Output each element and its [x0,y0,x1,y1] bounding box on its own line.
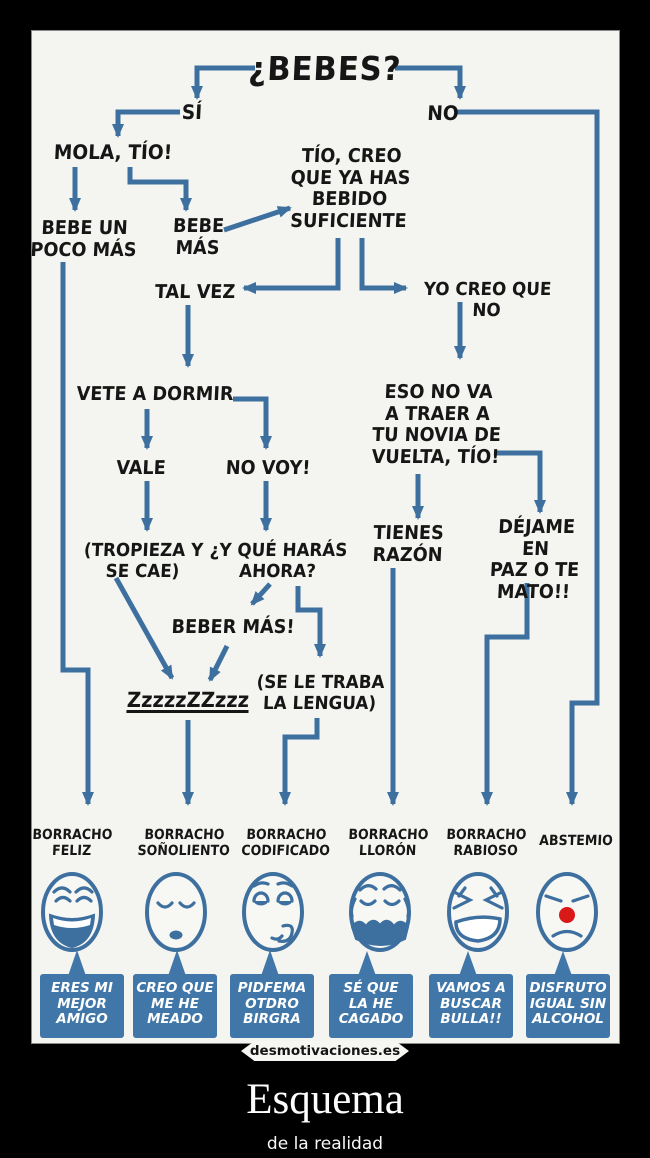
node-no-voy: NO VOY! [225,457,311,479]
outcome-label-borracho-feliz: BORRACHO FELIZ [32,827,113,860]
node-zzz-sleeping: ZzzzzZZzzz [126,688,250,712]
outcome-label-borracho-rabioso: BORRACHO RABIOSO [446,827,527,860]
outcome-label-abstemio: ABSTEMIO [538,833,614,849]
flowchart-title: ¿BEBES? [247,49,403,88]
node-bebe-un-poco-mas: BEBE UN POCO MÁS [29,217,138,261]
node-si: SÍ [181,100,203,124]
node-beber-mas: BEBER MÁS! [171,616,296,638]
node-eso-no-va: ESO NO VA A TRAER A TU NOVIA DE VUELTA, … [371,381,502,468]
watermark-ribbon: desmotivaciones.es [241,1041,409,1061]
node-tropieza-y-se-cae: (TROPIEZA Y SE CAE) [83,540,204,582]
node-vete-a-dormir: VETE A DORMIR [76,383,235,405]
outcome-label-borracho-sonoliento: BORRACHO SOÑOLIENTO [137,827,231,860]
node-dejame-en-paz: DÉJAME EN PAZ O TE MATO!! [489,516,580,603]
node-mola-tio: MOLA, TÍO! [53,140,173,164]
speech-bubble-lloron: SÉ QUE LA HE CAGADO [329,974,413,1038]
node-y-que-haras-ahora: ¿Y QUÉ HARÁS AHORA? [209,540,348,582]
caption-title: Esquema [246,1076,404,1123]
outcome-label-borracho-lloron: BORRACHO LLORÓN [348,827,429,860]
speech-bubble-codificado: PIDFEMA OTDRO BIRGRA [230,974,314,1038]
caption-subtitle: de la realidad [266,1134,384,1154]
speech-bubble-abstemio: DISFRUTO IGUAL SIN ALCOHOL [526,974,610,1038]
speech-bubble-feliz: ERES MI MEJOR AMIGO [40,974,124,1038]
node-tal-vez: TAL VEZ [154,281,236,303]
node-tio-creo-suficiente: TÍO, CREO QUE YA HAS BEBIDO SUFICIENTE [289,145,411,232]
node-vale: VALE [115,457,167,479]
node-yo-creo-que-no: YO CREO QUE NO [423,279,552,321]
node-tienes-razon: TIENES RAZÓN [372,522,445,566]
node-bebe-mas: BEBE MÁS [172,215,225,259]
outcome-label-borracho-codificado: BORRACHO CODIFICADO [240,827,331,860]
node-no: NO [426,101,460,125]
speech-bubble-sonoliento: CREO QUE ME HE MEADO [133,974,217,1038]
speech-bubble-rabioso: VAMOS A BUSCAR BULLA!! [429,974,513,1038]
node-se-le-traba-la-lengua: (SE LE TRABA LA LENGUA) [256,672,385,714]
